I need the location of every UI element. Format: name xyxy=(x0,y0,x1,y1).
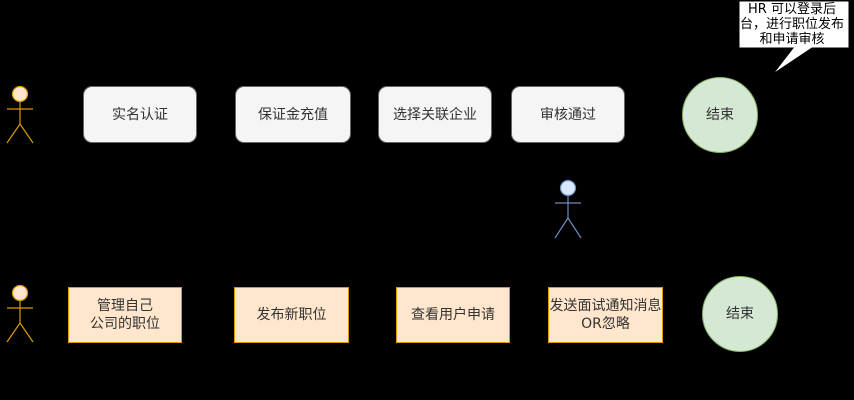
step-deposit-recharge[interactable]: 保证金充值 xyxy=(235,86,351,143)
step-send-interview-notice[interactable]: 发送面试通知消息 OR忽略 xyxy=(548,287,663,343)
actor-icon xyxy=(6,85,34,144)
step-review-passed[interactable]: 审核通过 xyxy=(511,86,625,143)
end-node-row1[interactable]: 结束 xyxy=(682,77,758,153)
step-select-company[interactable]: 选择关联企业 xyxy=(378,86,492,143)
step-real-name-verification[interactable]: 实名认证 xyxy=(83,86,197,143)
step-view-applications[interactable]: 查看用户申请 xyxy=(396,287,510,343)
end-node-row2[interactable]: 结束 xyxy=(702,276,778,352)
step-publish-position[interactable]: 发布新职位 xyxy=(234,287,349,343)
actor-icon xyxy=(6,284,34,343)
actor-icon xyxy=(554,179,582,239)
callout-icon xyxy=(738,0,850,75)
step-manage-positions[interactable]: 管理自己 公司的职位 xyxy=(68,287,182,343)
callout-text: HR 可以登录后台，进行职位发布和申请审核 xyxy=(740,2,845,47)
